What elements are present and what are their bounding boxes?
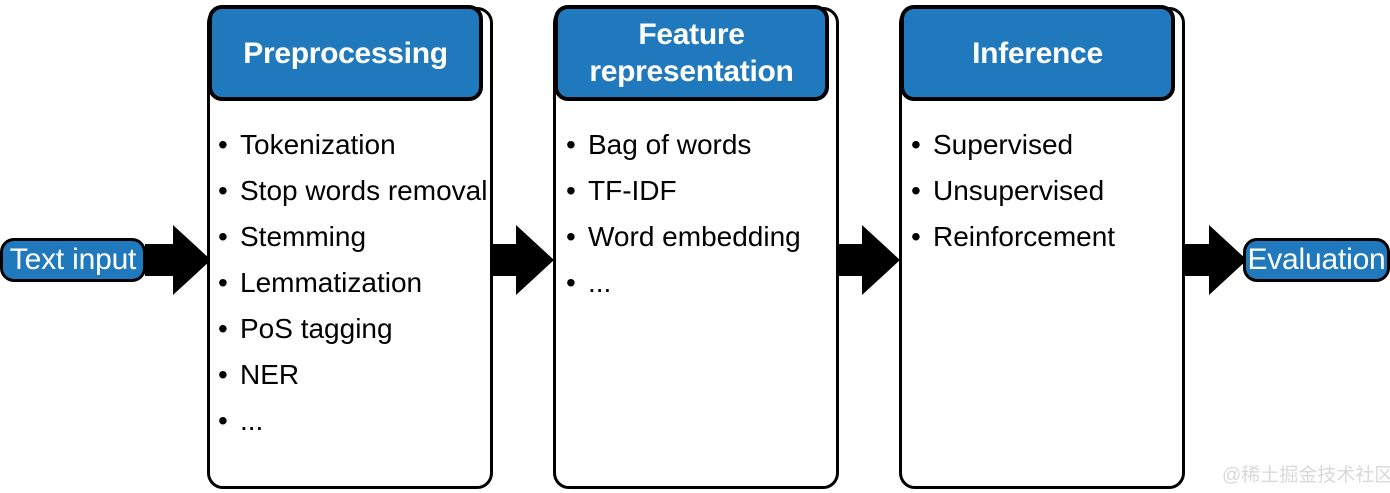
stage-header-label: Preprocessing: [243, 36, 448, 70]
stage-bullet-list-inference: Supervised Unsupervised Reinforcement: [911, 122, 1181, 260]
stage-header-line-2: representation: [589, 55, 794, 88]
list-item-label: Stop words removal: [240, 175, 488, 206]
list-item-label: NER: [240, 359, 300, 390]
arrow-head: [1209, 225, 1247, 295]
stage-header-inference[interactable]: Inference: [900, 5, 1175, 101]
arrow-head: [862, 225, 900, 295]
list-item-label: Unsupervised: [933, 175, 1105, 206]
list-item-label: ...: [240, 405, 264, 436]
stage-header-label: Feature representation: [589, 16, 794, 90]
text-input-label: Text input: [9, 243, 137, 276]
list-item-label: ...: [588, 267, 612, 298]
list-item: Stemming: [218, 214, 488, 260]
stage-header-line-1: Feature: [638, 18, 745, 51]
watermark: @稀土掘金技术社区: [1222, 465, 1390, 486]
list-item-label: PoS tagging: [240, 313, 393, 344]
list-item-label: TF-IDF: [588, 175, 677, 206]
list-item: Stop words removal: [218, 168, 488, 214]
text-input-node[interactable]: Text input: [0, 238, 146, 282]
arrow-feature-to-inference: [838, 225, 900, 295]
arrow-head: [173, 225, 211, 295]
list-item-label: Bag of words: [588, 129, 752, 160]
list-item-label: Supervised: [933, 129, 1074, 160]
list-item: Unsupervised: [911, 168, 1181, 214]
arrow-head: [516, 225, 554, 295]
evaluation-node[interactable]: Evaluation: [1243, 238, 1390, 282]
list-item: TF-IDF: [566, 168, 836, 214]
list-item-label: Lemmatization: [240, 267, 423, 298]
list-item: ...: [218, 398, 488, 444]
list-item: Supervised: [911, 122, 1181, 168]
stage-bullet-list-feature-representation: Bag of words TF-IDF Word embedding ...: [566, 122, 836, 306]
list-item: Lemmatization: [218, 260, 488, 306]
arrow-preprocessing-to-feature: [492, 225, 554, 295]
evaluation-label: Evaluation: [1247, 243, 1386, 276]
stage-bullet-list-preprocessing: Tokenization Stop words removal Stemming…: [218, 122, 488, 444]
stage-header-preprocessing[interactable]: Preprocessing: [208, 5, 483, 101]
list-item: Tokenization: [218, 122, 488, 168]
stage-header-feature-representation[interactable]: Feature representation: [554, 5, 829, 101]
stage-header-label: Inference: [972, 36, 1103, 70]
list-item: Bag of words: [566, 122, 836, 168]
list-item: PoS tagging: [218, 306, 488, 352]
list-item: Word embedding: [566, 214, 836, 260]
list-item: Reinforcement: [911, 214, 1181, 260]
list-item-label: Stemming: [240, 221, 367, 252]
list-item: NER: [218, 352, 488, 398]
list-item-label: Word embedding: [588, 221, 801, 252]
arrow-inference-to-evaluation: [1185, 225, 1247, 295]
list-item: ...: [566, 260, 836, 306]
arrow-input-to-preprocessing: [145, 225, 211, 295]
list-item-label: Reinforcement: [933, 221, 1116, 252]
list-item-label: Tokenization: [240, 129, 396, 160]
